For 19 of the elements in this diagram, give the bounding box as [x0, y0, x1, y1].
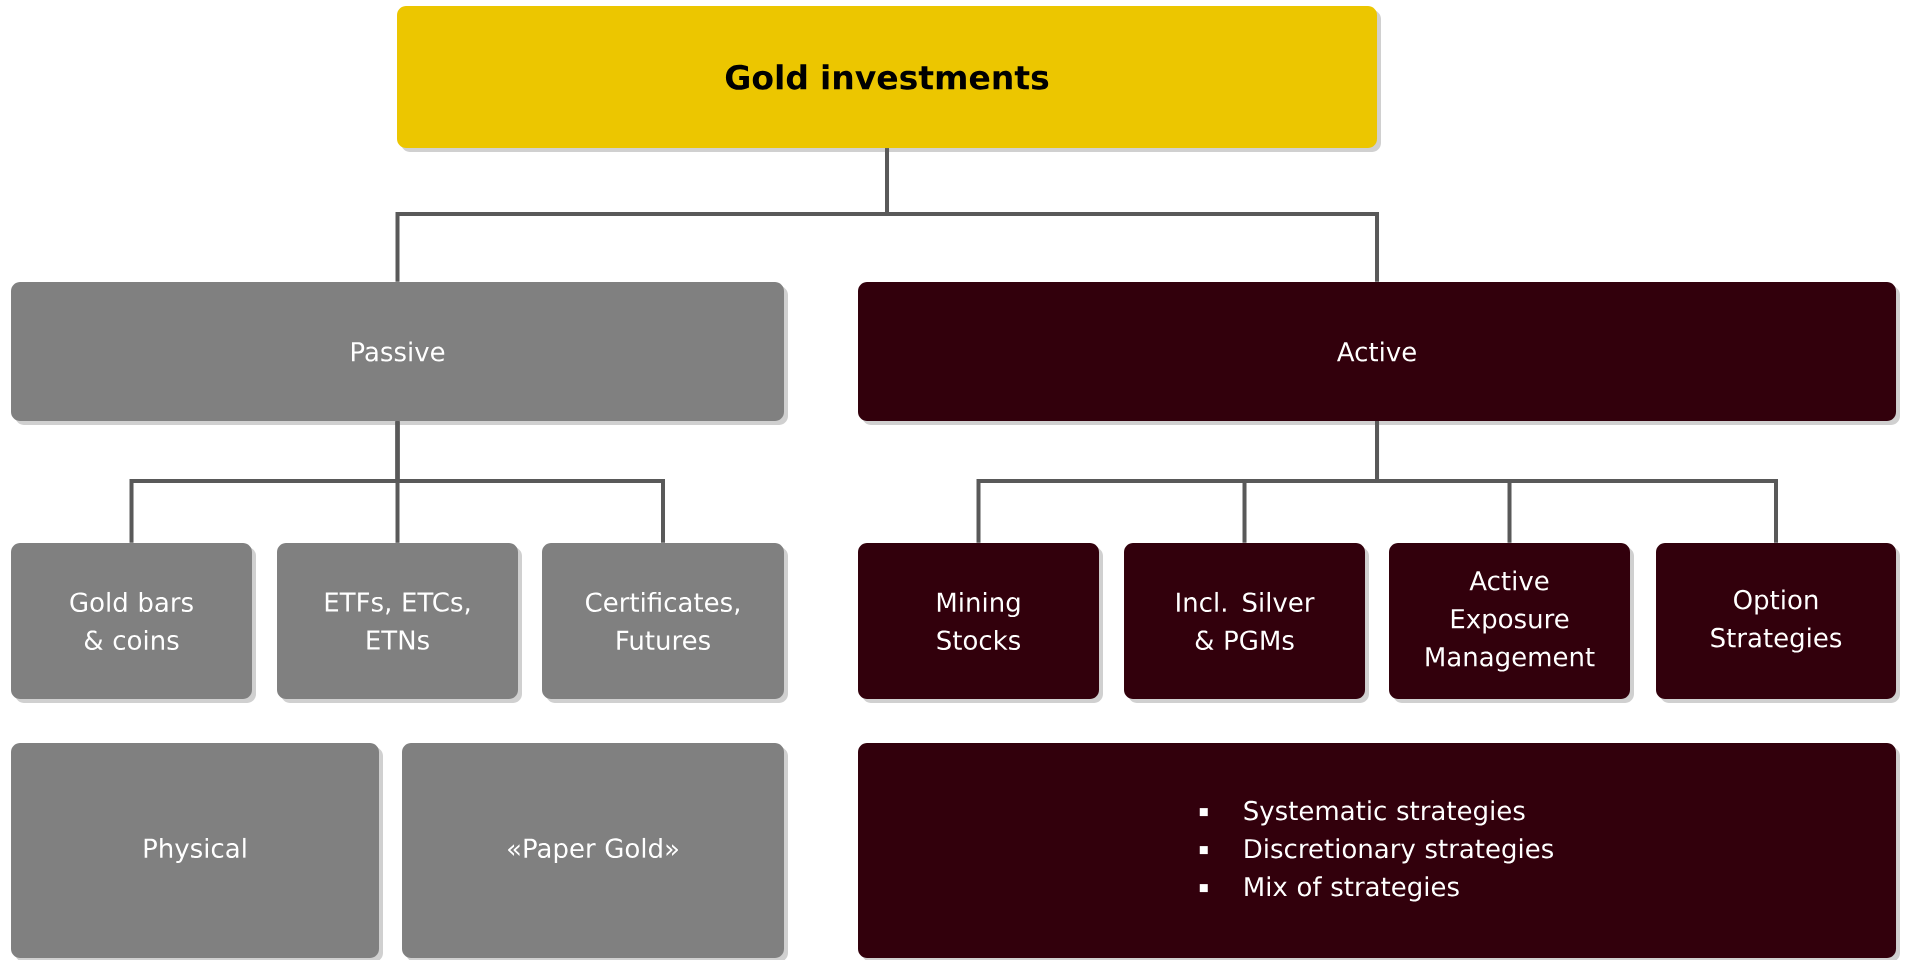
item-box: Option Strategies	[1656, 543, 1900, 703]
connector-line	[885, 148, 1379, 282]
item-box: Active Exposure Management	[1389, 543, 1634, 703]
item-box: Certificates, Futures	[542, 543, 788, 703]
list-item: Mix of strategies	[1245, 876, 1459, 902]
category-box: Active	[858, 282, 1900, 425]
connector-line	[1375, 421, 1778, 543]
item-box: ETFs, ETCs, ETNs	[277, 543, 522, 703]
strategy-list-box	[858, 743, 1900, 960]
item-box: Gold bars & coins	[11, 543, 256, 703]
category-box: Passive	[11, 282, 788, 425]
list-item: Systematic strategies	[1244, 800, 1525, 826]
item-box: Mining Stocks	[858, 543, 1103, 703]
item-box: Incl. Silver & PGMs	[1124, 543, 1369, 703]
title-box: Gold investments	[397, 6, 1381, 152]
group-box: «Paper Gold»	[402, 743, 788, 960]
connector-line	[395, 421, 665, 543]
list-item: Discretionary strategies	[1245, 838, 1553, 864]
group-box: Physical	[11, 743, 383, 960]
